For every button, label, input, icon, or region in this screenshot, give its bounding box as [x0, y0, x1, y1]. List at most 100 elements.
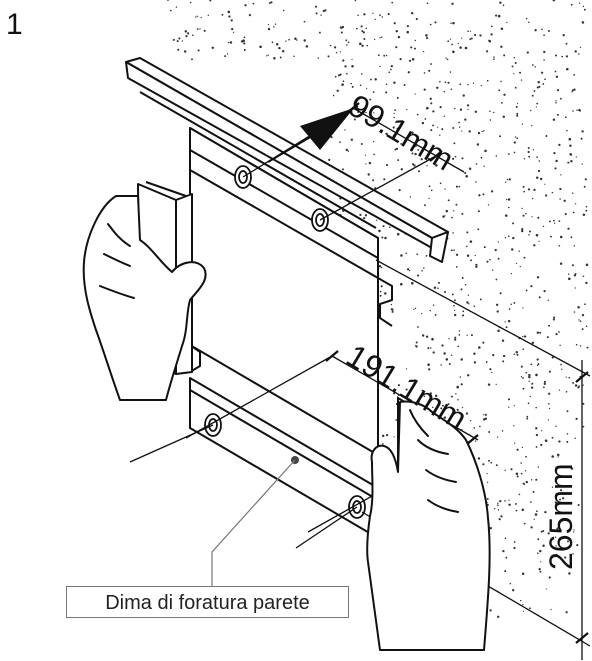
wall-dot: [493, 507, 496, 510]
wall-dot: [504, 537, 507, 540]
wall-dot: [490, 33, 493, 36]
wall-dot: [393, 81, 396, 84]
wall-dot: [582, 275, 585, 278]
wall-dot: [513, 141, 516, 144]
wall-dot: [522, 348, 525, 351]
wall-dot: [461, 157, 464, 160]
wall-dot: [544, 511, 547, 514]
wall-dot: [447, 403, 450, 406]
wall-dot: [496, 310, 499, 313]
wall-dot: [466, 104, 470, 107]
wall-dot: [436, 86, 439, 90]
wall-dot: [584, 303, 586, 306]
wall-dot: [554, 536, 557, 538]
wall-dot: [535, 176, 539, 180]
wall-dot: [548, 220, 551, 223]
wall-dot: [413, 164, 416, 167]
wall-dot: [578, 108, 581, 112]
wall-dot: [538, 85, 541, 88]
wall-dot: [476, 143, 480, 146]
wall-dot: [519, 265, 521, 268]
wall-dot: [504, 500, 506, 502]
wall-dot: [574, 203, 577, 205]
wall-dot: [578, 2, 581, 4]
wall-dot: [548, 392, 551, 395]
wall-dot: [537, 466, 539, 468]
wall-dot: [363, 13, 366, 16]
wall-dot: [391, 310, 394, 313]
wall-dot: [577, 386, 580, 389]
wall-dot: [502, 360, 505, 363]
wall-dot: [497, 14, 501, 18]
wall-dot: [574, 437, 576, 440]
wall-dot: [561, 368, 563, 370]
wall-dot: [542, 544, 545, 547]
wall-dot: [344, 129, 346, 131]
wall-dot: [547, 299, 549, 301]
wall-dot: [374, 78, 377, 81]
wall-dot: [523, 483, 526, 485]
wall-dot: [531, 125, 533, 127]
wall-dot: [572, 192, 574, 194]
wall-dot: [453, 249, 455, 251]
wall-dot: [537, 216, 540, 219]
wall-dot: [558, 245, 561, 247]
wall-dot: [178, 37, 181, 40]
wall-dot: [381, 16, 384, 18]
wall-dot: [445, 209, 449, 213]
wall-dot: [270, 1, 273, 4]
wall-dot: [536, 364, 539, 367]
right-hand: [366, 400, 491, 651]
wall-dot: [554, 54, 558, 57]
wall-dot: [207, 14, 210, 17]
wall-dot: [425, 335, 429, 338]
wall-dot: [581, 163, 583, 165]
wall-dot: [479, 425, 481, 428]
wall-dot: [522, 387, 525, 390]
wall-dot: [414, 93, 416, 95]
wall-dot: [514, 502, 517, 505]
wall-dot: [554, 501, 558, 504]
wall-dot: [559, 235, 563, 239]
wall-dot: [385, 433, 389, 437]
wall-dot: [368, 161, 372, 165]
wall-dot: [221, 13, 224, 16]
wall-dot: [365, 111, 367, 114]
wall-dot: [406, 30, 409, 34]
wall-dot: [303, 20, 306, 23]
wall-dot: [559, 262, 563, 265]
wall-dot: [385, 132, 388, 136]
wall-dot: [531, 94, 534, 97]
wall-dot: [544, 78, 546, 81]
wall-dot: [505, 181, 507, 183]
wall-dot: [439, 80, 441, 83]
wall-dot: [356, 27, 358, 30]
wall-dot: [339, 51, 342, 53]
wall-dot: [558, 331, 560, 333]
wall-dot: [379, 37, 381, 39]
wall-dot: [554, 70, 557, 73]
wall-dot: [552, 0, 556, 2]
wall-dot: [518, 493, 521, 496]
wall-dot: [466, 254, 470, 258]
wall-dot: [510, 468, 513, 471]
wall-dot: [507, 398, 511, 401]
wall-dot: [396, 96, 399, 99]
wall-dot: [470, 37, 473, 40]
wall-dot: [570, 467, 574, 470]
wall-dot: [516, 353, 519, 356]
wall-dot: [267, 27, 271, 31]
wall-dot: [575, 343, 578, 346]
wall-dot: [406, 25, 409, 28]
wall-dot: [568, 376, 571, 379]
wall-dot: [535, 478, 538, 481]
wall-dot: [552, 318, 555, 321]
wall-dot: [434, 394, 438, 398]
wall-dot: [460, 383, 463, 386]
wall-dot: [580, 137, 583, 140]
wall-dot: [498, 518, 501, 521]
wall-dot: [558, 389, 561, 391]
wall-dot: [557, 456, 559, 458]
wall-dot: [504, 321, 506, 323]
wall-dot: [483, 130, 485, 132]
